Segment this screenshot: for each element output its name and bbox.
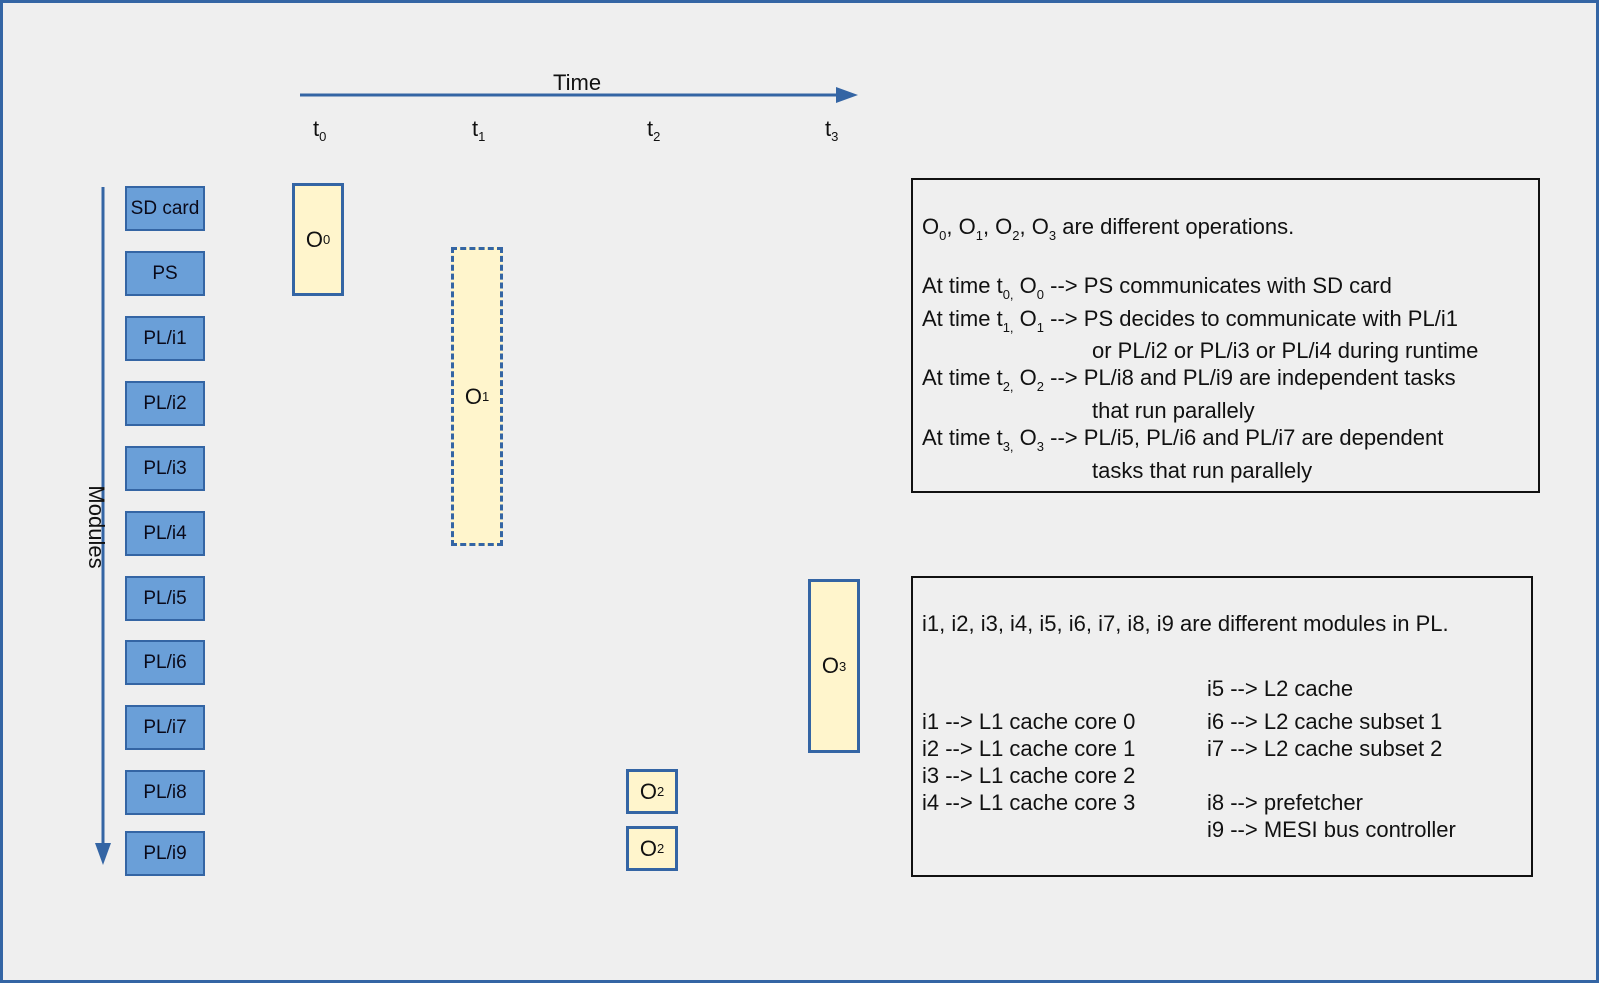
tick-t2: t2: [647, 116, 661, 144]
operations-legend-box: [911, 178, 1540, 493]
operations-legend-line-4: At time t3, O3 --> PL/i5, PL/i6 and PL/i…: [922, 425, 1444, 454]
modules-legend-i5: i5 --> L2 cache: [1207, 676, 1354, 701]
time-axis-label: Time: [553, 70, 602, 95]
operations-legend-line-2-cont: or PL/i2 or PL/i3 or PL/i4 during runtim…: [1092, 338, 1479, 363]
modules-legend-i2: i2 --> L1 cache core 1: [922, 736, 1136, 761]
modules-legend-i1: i1 --> L1 cache core 0: [922, 709, 1136, 734]
time-axis-arrow: [300, 87, 858, 103]
module-pl-i7: PL/i7: [125, 705, 205, 750]
modules-legend-i9: i9 --> MESI bus controller: [1207, 817, 1456, 842]
operations-legend-line-3-cont: that run parallely: [1092, 398, 1255, 423]
operations-legend-line-1: At time t0, O0 --> PS communicates with …: [922, 273, 1392, 302]
operations-legend-intro: O0, O1, O2, O3 are different operations.: [922, 214, 1295, 243]
module-sd-card: SD card: [125, 186, 205, 231]
modules-legend-i3: i3 --> L1 cache core 2: [922, 763, 1136, 788]
modules-legend-box: [911, 576, 1533, 877]
modules-legend-i8: i8 --> prefetcher: [1207, 790, 1363, 815]
module-pl-i6: PL/i6: [125, 640, 205, 685]
operations-legend-line-4-cont: tasks that run parallely: [1092, 458, 1313, 483]
modules-legend-intro: i1, i2, i3, i4, i5, i6, i7, i8, i9 are d…: [922, 611, 1449, 636]
module-pl-i2: PL/i2: [125, 381, 205, 426]
modules-legend-i7: i7 --> L2 cache subset 2: [1207, 736, 1443, 761]
tick-t3: t3: [825, 116, 839, 144]
module-pl-i1: PL/i1: [125, 316, 205, 361]
module-ps: PS: [125, 251, 205, 296]
module-pl-i9: PL/i9: [125, 831, 205, 876]
operations-legend-line-3: At time t2, O2 --> PL/i8 and PL/i9 are i…: [922, 365, 1456, 394]
module-pl-i5: PL/i5: [125, 576, 205, 621]
tick-t1: t1: [472, 116, 486, 144]
module-pl-i4: PL/i4: [125, 511, 205, 556]
modules-legend-i4: i4 --> L1 cache core 3: [922, 790, 1136, 815]
tick-t0: t0: [313, 116, 327, 144]
operations-legend-line-2: At time t1, O1 --> PS decides to communi…: [922, 306, 1458, 335]
modules-axis-arrow: [95, 187, 111, 865]
module-pl-i8: PL/i8: [125, 770, 205, 815]
module-pl-i3: PL/i3: [125, 446, 205, 491]
modules-axis-label: Modules: [84, 485, 109, 569]
modules-legend-i6: i6 --> L2 cache subset 1: [1207, 709, 1443, 734]
